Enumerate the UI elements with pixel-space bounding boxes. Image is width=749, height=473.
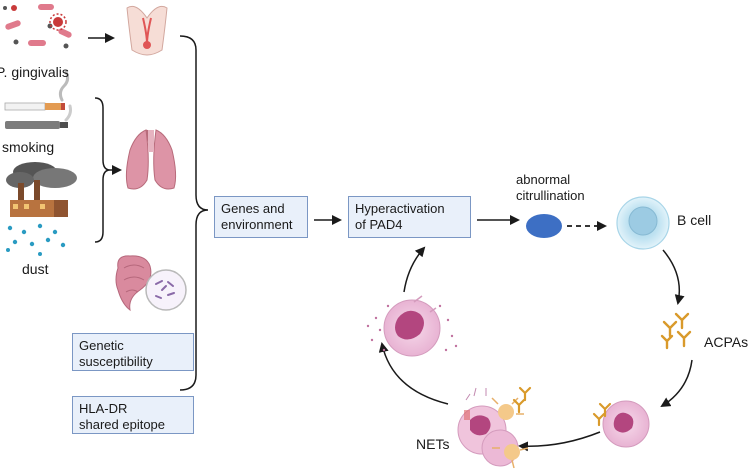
genetic-susceptibility-line-1: Genetic	[79, 338, 124, 353]
bacteria-icon	[3, 4, 72, 49]
nets-label: NETs	[416, 436, 450, 452]
abnormal-citrullination-label: abnormal citrullination	[516, 172, 585, 204]
genetic-susceptibility-line-2: susceptibility	[79, 354, 153, 369]
pad4-box: Hyperactivation of PAD4	[348, 196, 471, 238]
genes-environment-box: Genes and environment	[214, 196, 308, 238]
hla-dr-box: HLA-DR shared epitope	[72, 396, 194, 434]
p-gingivalis-label: P. gingivalis	[0, 64, 69, 80]
cigarette-icon	[4, 70, 70, 111]
genes-environment-line-2: environment	[221, 217, 293, 232]
abnormal-citrullination-line-2: citrullination	[516, 188, 585, 203]
smoking-label: smoking	[2, 139, 55, 155]
b-cell-label: B cell	[677, 212, 712, 228]
acpas-label: ACPAs	[704, 334, 749, 350]
genetic-susceptibility-box: Genetic susceptibility	[72, 333, 194, 371]
neutrophil-icon	[592, 400, 650, 448]
b-cell-icon	[616, 196, 670, 250]
factory-icon	[6, 162, 77, 217]
pad4-line-1: Hyperactivation	[355, 201, 445, 216]
hla-dr-line-1: HLA-DR	[79, 401, 128, 416]
neutrophil-icon	[457, 386, 532, 469]
genes-environment-line-1: Genes and	[221, 201, 285, 216]
dust-particles-icon	[6, 223, 66, 256]
virus-icon	[11, 5, 67, 31]
gut-microbiome-icon	[115, 255, 187, 312]
abnormal-citrullination-line-1: abnormal	[516, 172, 571, 187]
pad4-line-2: of PAD4	[355, 217, 403, 232]
dust-label: dust	[22, 261, 49, 277]
antibody-icon	[660, 312, 692, 350]
lungs-icon	[125, 129, 177, 190]
e-cigarette-icon	[5, 104, 72, 129]
hla-dr-line-2: shared epitope	[79, 417, 166, 432]
tooth-icon	[126, 5, 168, 56]
citrullinated-protein-icon	[526, 214, 562, 238]
neutrophil-icon	[366, 295, 458, 357]
